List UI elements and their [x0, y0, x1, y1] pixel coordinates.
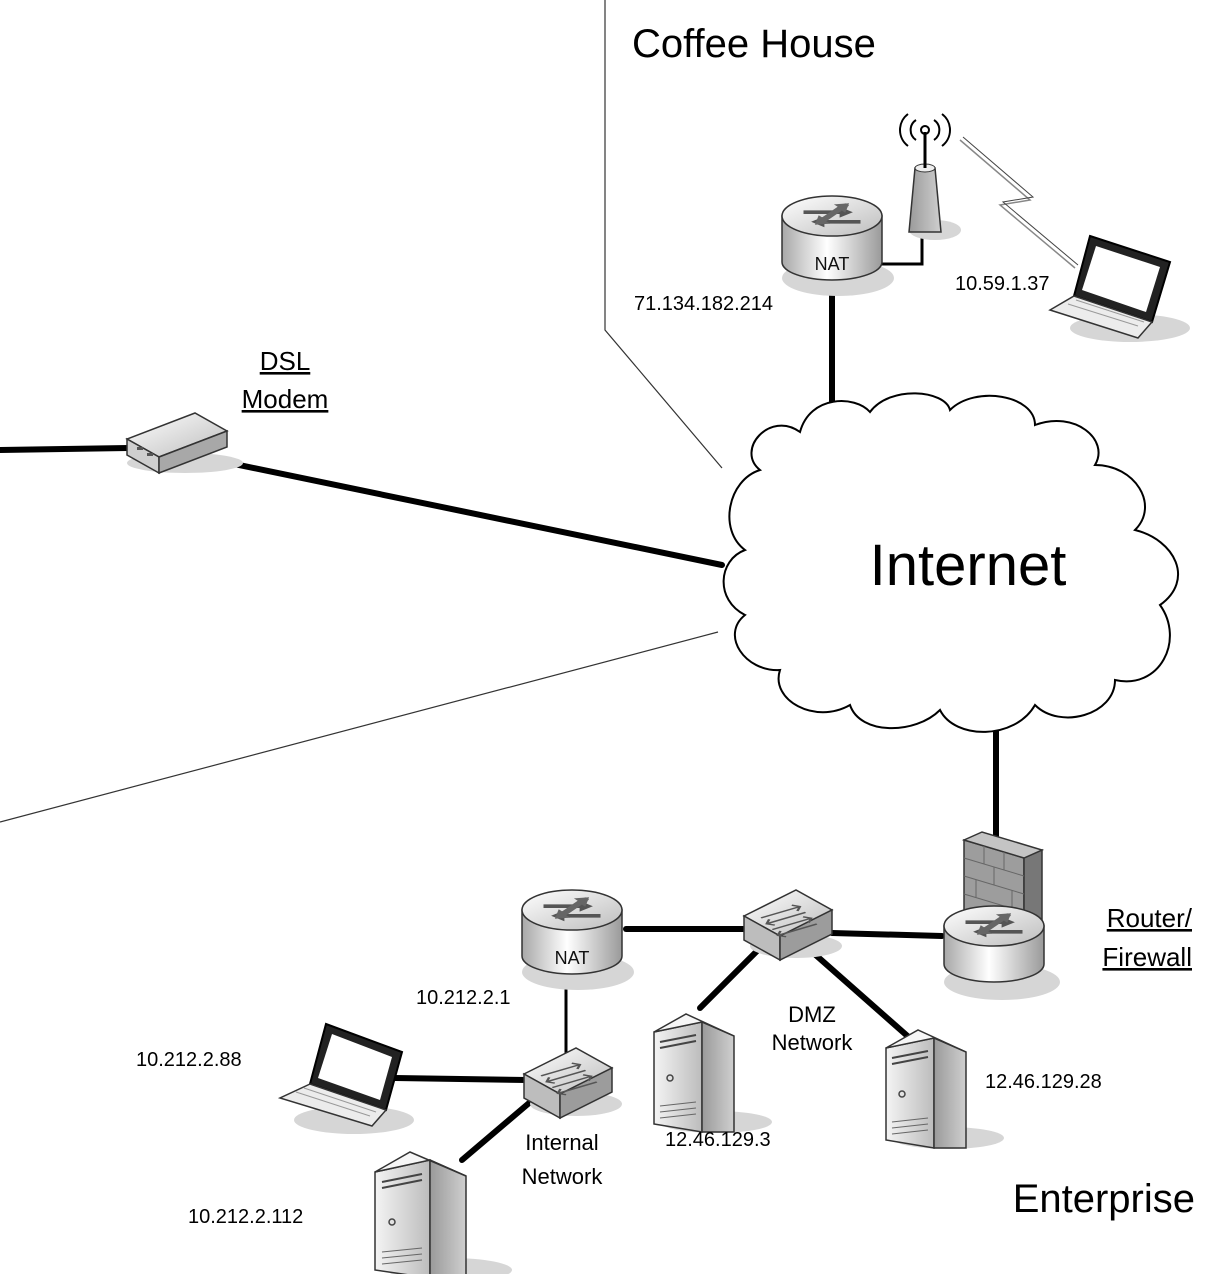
link-left-to-dsl-modem	[0, 445, 133, 453]
switch-arrows-icon	[540, 1062, 598, 1096]
enterprise-laptop[interactable]	[277, 1022, 414, 1134]
dmz-server-2-ip: 12.46.129.28	[985, 1071, 1102, 1093]
enterprise-laptop-ip: 10.212.2.88	[136, 1049, 242, 1071]
router-firewall[interactable]	[943, 831, 1060, 1000]
coffee-house-title: Coffee House	[632, 22, 876, 66]
enterprise-nat-tag: NAT	[555, 948, 590, 968]
dmz-label-line2: Network	[772, 1030, 854, 1055]
network-links	[0, 279, 999, 1163]
dmz-switch[interactable]	[742, 889, 842, 962]
enterprise-nat-ip: 10.212.2.1	[416, 987, 511, 1009]
dsl-modem[interactable]	[125, 412, 243, 475]
link-firewall-to-dmz-switch	[829, 930, 945, 939]
home-zone-divider	[0, 631, 719, 823]
internet-cloud: Internet	[722, 392, 1179, 733]
dmz-server-2[interactable]	[885, 1029, 1004, 1149]
internet-label: Internet	[870, 533, 1067, 598]
dmz-server-1[interactable]	[653, 1013, 772, 1133]
wireless-access-point[interactable]	[899, 113, 961, 240]
router-firewall-label-line1: Router/	[1107, 903, 1193, 933]
internal-label-line2: Network	[522, 1164, 604, 1189]
enterprise-title: Enterprise	[1013, 1177, 1195, 1221]
coffee-laptop[interactable]	[1048, 234, 1190, 342]
coffee-nat-router[interactable]: NAT	[781, 195, 894, 296]
link-dmz-switch-to-server1	[697, 945, 763, 1011]
internal-server[interactable]	[374, 1151, 512, 1274]
coffee-public-ip: 71.134.182.214	[634, 293, 773, 315]
router-firewall-label-line2: Firewall	[1102, 942, 1192, 972]
dsl-modem-label-line2: Modem	[242, 384, 329, 414]
dmz-label-line1: DMZ	[788, 1002, 836, 1027]
dmz-server-1-ip: 12.46.129.3	[665, 1129, 771, 1151]
internal-server-ip: 10.212.2.112	[188, 1206, 303, 1228]
link-dmz-switch-to-server2	[807, 947, 915, 1043]
link-dsl-modem-to-internet	[212, 457, 725, 568]
dsl-modem-label-line1: DSL	[260, 346, 311, 376]
enterprise-nat-router[interactable]: NAT	[521, 889, 634, 990]
cloud-shape	[722, 392, 1179, 733]
coffee-nat-tag: NAT	[815, 254, 850, 274]
link-laptop-to-internal-switch	[392, 1075, 529, 1083]
link-coffee-nat-to-access-point	[880, 232, 924, 266]
wireless-link-icon	[959, 139, 1076, 269]
internal-switch[interactable]	[522, 1047, 622, 1120]
coffee-zone-divider	[604, 0, 723, 469]
link-internal-switch-to-server	[459, 1095, 538, 1163]
coffee-laptop-ip: 10.59.1.37	[955, 273, 1050, 295]
internal-label-line1: Internal	[525, 1130, 598, 1155]
switch-arrows-icon	[760, 904, 818, 938]
wifi-signal-icon	[899, 113, 951, 147]
zone-dividers	[0, 0, 723, 823]
